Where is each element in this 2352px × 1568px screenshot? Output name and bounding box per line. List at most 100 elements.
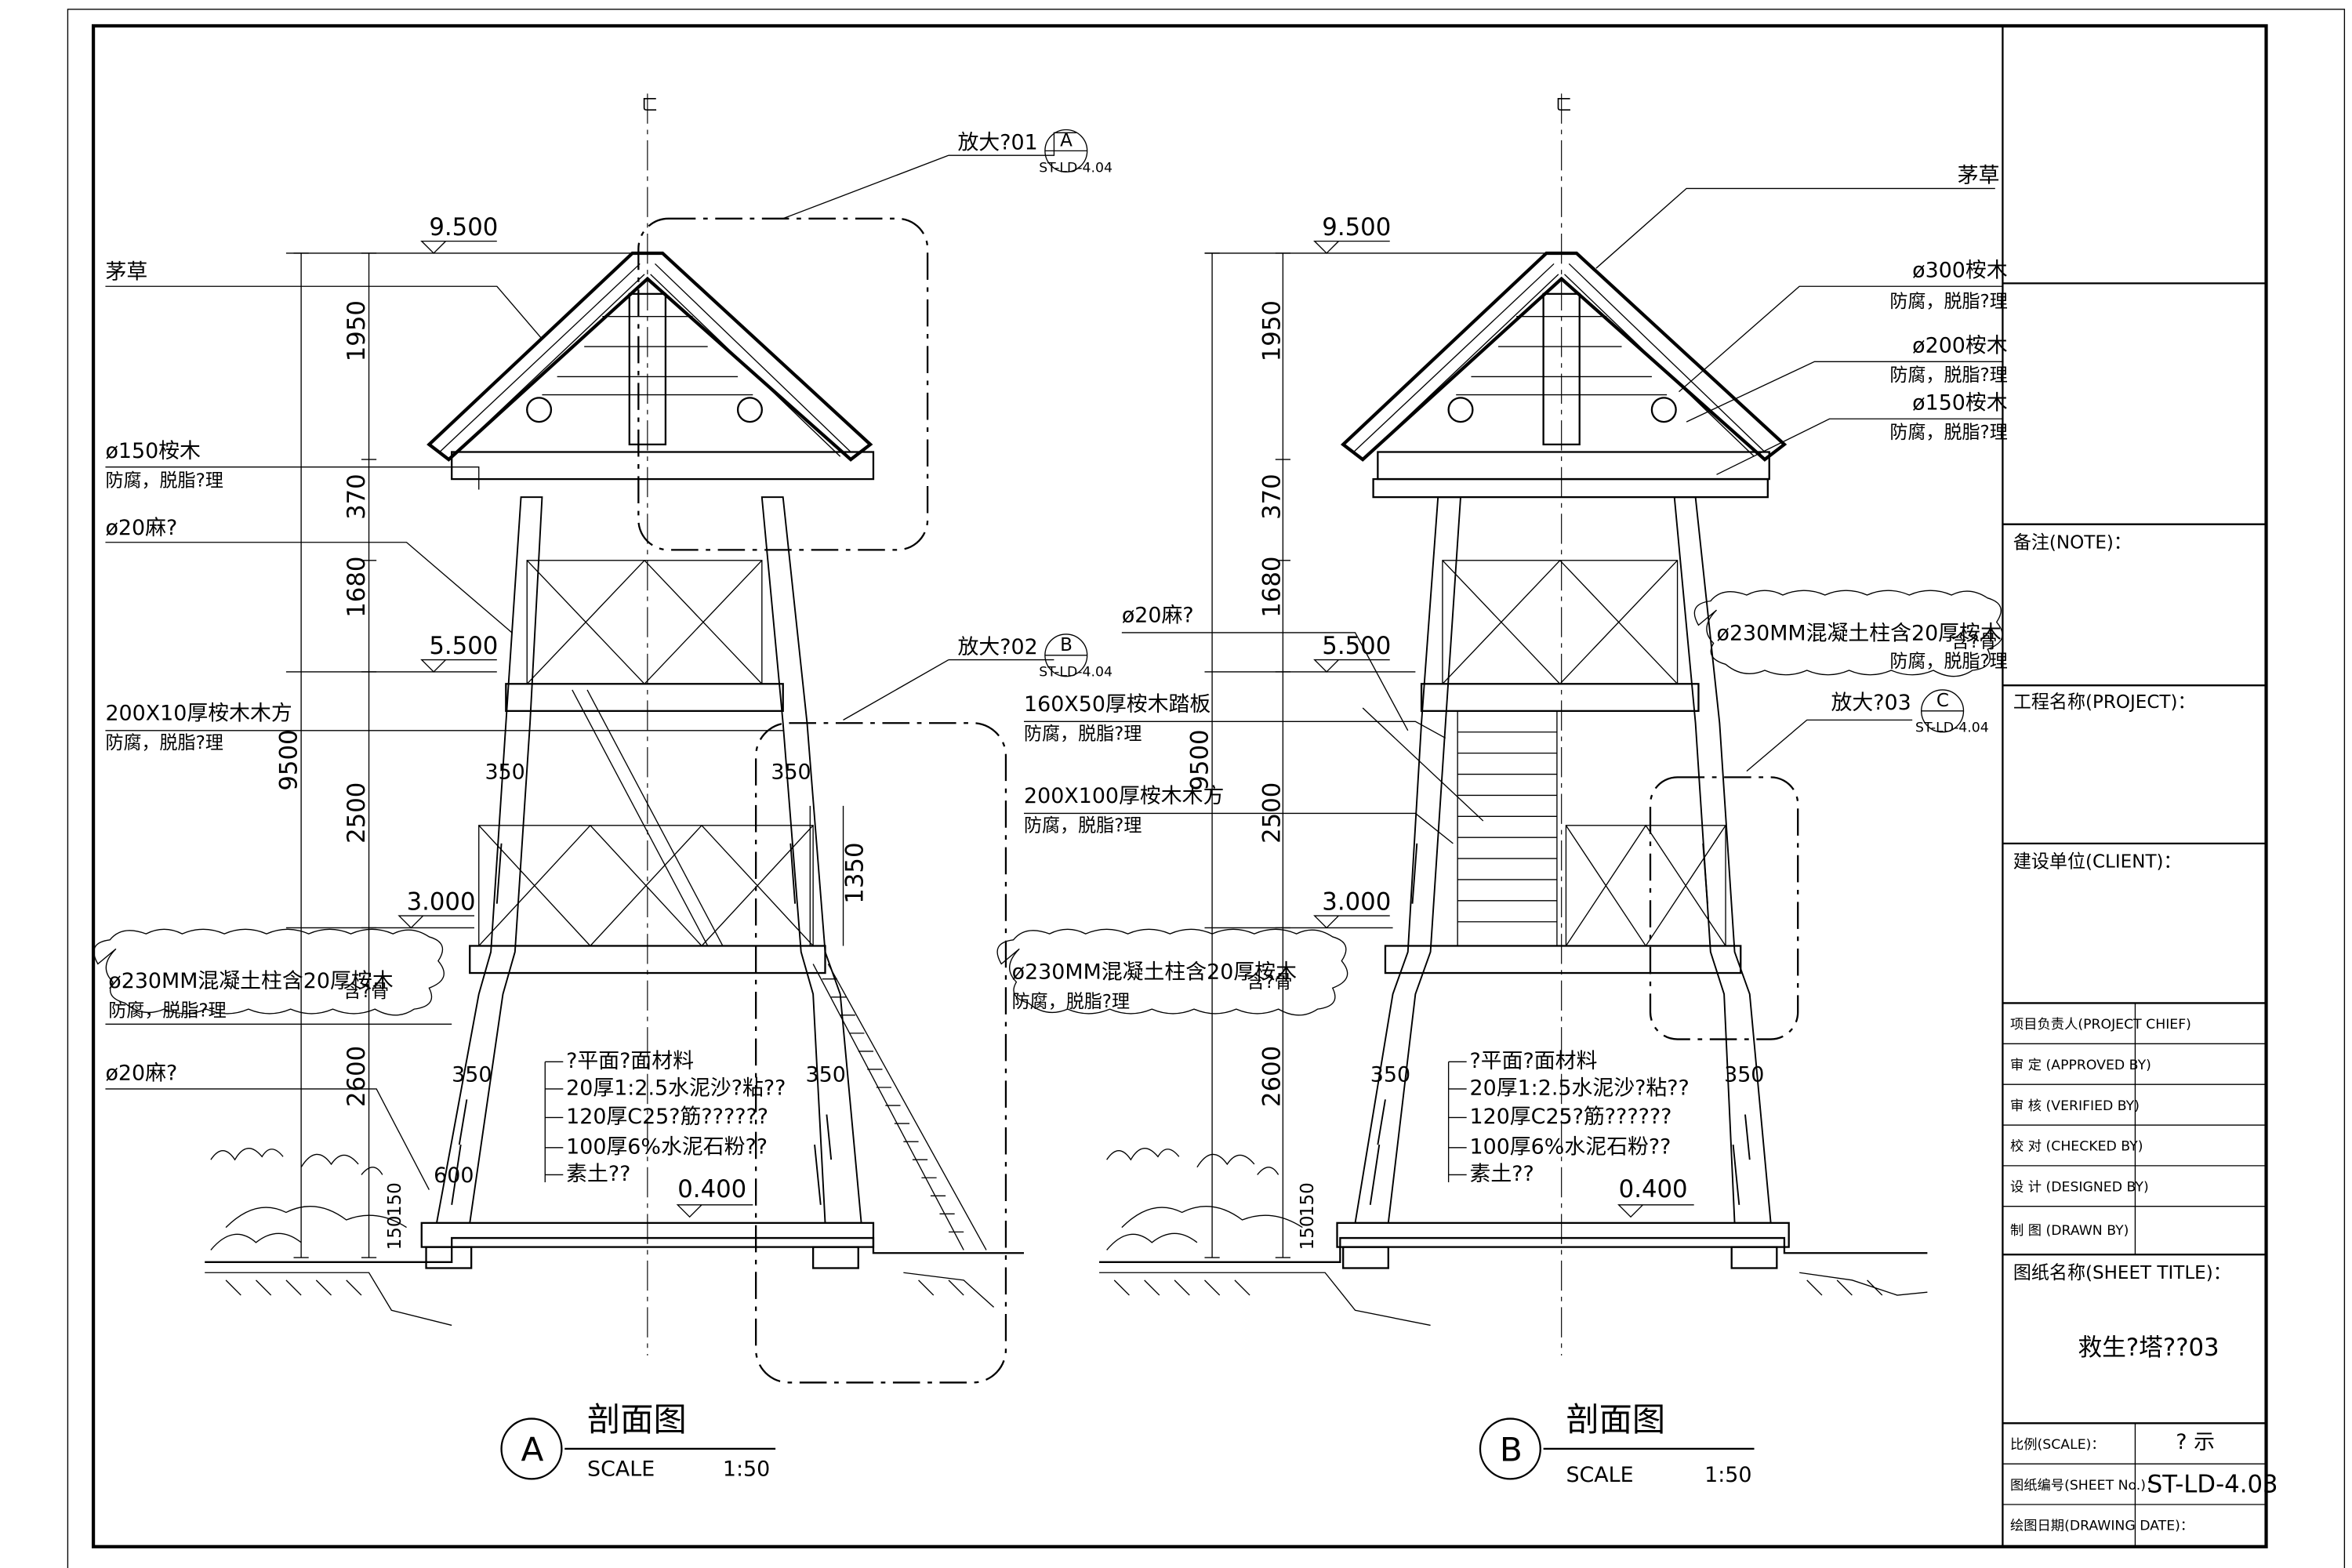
sheet-title: 救生?塔??03 bbox=[2078, 1334, 2219, 1362]
svg-text:含?骨: 含?骨 bbox=[343, 982, 389, 1002]
svg-text:SCALE: SCALE bbox=[587, 1457, 655, 1482]
svg-text:A: A bbox=[1060, 131, 1073, 151]
svg-text:150: 150 bbox=[385, 1182, 405, 1217]
svg-text:350: 350 bbox=[485, 760, 524, 784]
svg-text:防腐，脱脂?理: 防腐，脱脂?理 bbox=[105, 471, 223, 492]
drawing-frame bbox=[91, 24, 2268, 1548]
level-0400-a: 0.400 bbox=[677, 1175, 746, 1203]
svg-text:绘图日期(DRAWING DATE)：: 绘图日期(DRAWING DATE)： bbox=[2010, 1519, 2194, 1534]
columns-a bbox=[435, 496, 862, 1224]
section-a: ㄈ bbox=[93, 93, 1454, 1482]
level-9500-b: 9.500 bbox=[1322, 213, 1391, 241]
svg-text:150: 150 bbox=[385, 1215, 405, 1250]
svg-text:2600: 2600 bbox=[343, 1046, 371, 1107]
roof-b bbox=[1340, 251, 1788, 499]
svg-text:设 计 (DESIGNED BY): 设 计 (DESIGNED BY) bbox=[2010, 1180, 2149, 1196]
svg-text:ø20麻?: ø20麻? bbox=[105, 1061, 177, 1085]
svg-text:校 对 (CHECKED BY): 校 对 (CHECKED BY) bbox=[2010, 1139, 2143, 1155]
svg-text:ø230MM混凝土柱含20厚桉木: ø230MM混凝土柱含20厚桉木 bbox=[1012, 960, 1297, 985]
svg-text:项目负责人(PROJECT CHIEF): 项目负责人(PROJECT CHIEF) bbox=[2010, 1017, 2191, 1033]
svg-text:?平面?面材料: ?平面?面材料 bbox=[1470, 1049, 1598, 1073]
slab-a bbox=[420, 1221, 875, 1248]
svg-text:370: 370 bbox=[1258, 474, 1287, 520]
svg-text:防腐，脱脂?理: 防腐，脱脂?理 bbox=[1889, 652, 2007, 672]
svg-text:ø230MM混凝土柱含20厚桉木: ø230MM混凝土柱含20厚桉木 bbox=[108, 969, 393, 993]
svg-text:防腐，脱脂?理: 防腐，脱脂?理 bbox=[1889, 365, 2007, 386]
svg-text:120厚C25?筋??????: 120厚C25?筋?????? bbox=[566, 1105, 768, 1129]
svg-text:防腐，脱脂?理: 防腐，脱脂?理 bbox=[1012, 992, 1130, 1012]
svg-text:ø20麻?: ø20麻? bbox=[105, 516, 177, 540]
level-5500-b: 5.500 bbox=[1322, 632, 1391, 660]
sheet-number: ST-LD-4.03 bbox=[2147, 1471, 2278, 1499]
svg-text:审 定 (APPROVED BY): 审 定 (APPROVED BY) bbox=[2010, 1058, 2151, 1073]
svg-text:1:50: 1:50 bbox=[723, 1457, 770, 1482]
svg-text:1950: 1950 bbox=[1258, 300, 1287, 361]
svg-text:ST-LD-4.04: ST-LD-4.04 bbox=[1915, 720, 1989, 736]
section-b-title: B 剖面图 SCALE 1:50 bbox=[1479, 1400, 1755, 1487]
svg-text:150: 150 bbox=[1298, 1215, 1318, 1250]
detail-02-bubble bbox=[754, 722, 1007, 1384]
svg-text:1:50: 1:50 bbox=[1704, 1463, 1751, 1487]
ground-b bbox=[1099, 1148, 1928, 1327]
slab-b bbox=[1336, 1221, 1790, 1248]
roof-a bbox=[426, 251, 875, 481]
svg-text:2500: 2500 bbox=[343, 782, 371, 844]
svg-text:审 核 (VERIFIED BY): 审 核 (VERIFIED BY) bbox=[2010, 1098, 2140, 1114]
svg-text:素土??: 素土?? bbox=[1470, 1162, 1534, 1186]
svg-text:比例(SCALE)：: 比例(SCALE)： bbox=[2010, 1437, 2105, 1453]
svg-text:含?骨: 含?骨 bbox=[1247, 972, 1292, 993]
materials-b: ?平面?面材料 20厚1:2.5水泥沙?粘?? 120厚C25?筋?????? … bbox=[1447, 1049, 1690, 1186]
level-5500-a: 5.500 bbox=[429, 632, 498, 660]
svg-text:防腐，脱脂?理: 防腐，脱脂?理 bbox=[1889, 292, 2007, 312]
svg-text:ST-LD-4.04: ST-LD-4.04 bbox=[1039, 160, 1112, 176]
svg-text:370: 370 bbox=[343, 474, 371, 520]
svg-text:A: A bbox=[521, 1430, 544, 1468]
svg-text:茅草: 茅草 bbox=[105, 260, 147, 285]
section-a-heading: 剖面图 bbox=[587, 1400, 687, 1439]
svg-text:ø150桉木: ø150桉木 bbox=[1912, 391, 2008, 416]
svg-text:防腐，脱脂?理: 防腐，脱脂?理 bbox=[105, 733, 223, 753]
svg-text:防腐，脱脂?理: 防腐，脱脂?理 bbox=[108, 1001, 226, 1022]
level-0400-b: 0.400 bbox=[1619, 1175, 1688, 1203]
svg-text:ø20麻?: ø20麻? bbox=[1122, 604, 1194, 628]
svg-text:350: 350 bbox=[771, 760, 811, 784]
svg-text:ø230MM混凝土柱含20厚桉木: ø230MM混凝土柱含20厚桉木 bbox=[1717, 622, 2002, 646]
svg-text:B: B bbox=[1060, 635, 1073, 655]
svg-text:防腐，脱脂?理: 防腐，脱脂?理 bbox=[1024, 724, 1142, 744]
section-b-heading: 剖面图 bbox=[1566, 1400, 1665, 1439]
svg-text:1680: 1680 bbox=[1258, 557, 1287, 618]
svg-text:350: 350 bbox=[452, 1062, 492, 1087]
svg-text:600: 600 bbox=[434, 1163, 474, 1188]
svg-text:B: B bbox=[1500, 1430, 1523, 1468]
svg-text:ㄈ: ㄈ bbox=[1555, 95, 1572, 114]
svg-text:1350: 1350 bbox=[841, 843, 869, 904]
svg-text:ø150桉木: ø150桉木 bbox=[105, 439, 201, 463]
sheet-scale: ? 示 bbox=[2176, 1430, 2215, 1454]
svg-text:防腐，脱脂?理: 防腐，脱脂?理 bbox=[1889, 423, 2007, 443]
sheet-title-label: 图纸名称(SHEET TITLE)： bbox=[2013, 1263, 2231, 1283]
svg-text:20厚1:2.5水泥沙?粘??: 20厚1:2.5水泥沙?粘?? bbox=[566, 1076, 786, 1101]
svg-text:200X100厚桉木木方: 200X100厚桉木木方 bbox=[1024, 784, 1224, 808]
svg-text:?平面?面材料: ?平面?面材料 bbox=[566, 1049, 694, 1073]
paper-border bbox=[67, 9, 2346, 1568]
svg-text:350: 350 bbox=[1370, 1062, 1410, 1087]
ladder-a bbox=[812, 964, 987, 1250]
svg-text:含?骨: 含?骨 bbox=[1951, 632, 1997, 652]
svg-text:放大?03: 放大?03 bbox=[1831, 691, 1911, 715]
svg-text:SCALE: SCALE bbox=[1566, 1463, 1633, 1487]
svg-text:9500: 9500 bbox=[274, 729, 303, 790]
svg-text:放大?01: 放大?01 bbox=[958, 130, 1038, 154]
revision-cloud-b bbox=[1693, 590, 2003, 677]
floor-3000-b bbox=[1384, 945, 1742, 975]
svg-text:1680: 1680 bbox=[343, 557, 371, 618]
svg-text:150: 150 bbox=[1298, 1182, 1318, 1217]
svg-text:ø300桉木: ø300桉木 bbox=[1912, 259, 2008, 283]
svg-text:ㄈ: ㄈ bbox=[641, 95, 658, 114]
level-3000-b: 3.000 bbox=[1322, 887, 1391, 916]
svg-text:防腐，脱脂?理: 防腐，脱脂?理 bbox=[1024, 815, 1142, 836]
svg-text:350: 350 bbox=[1724, 1062, 1764, 1087]
svg-text:20厚1:2.5水泥沙?粘??: 20厚1:2.5水泥沙?粘?? bbox=[1470, 1076, 1690, 1101]
svg-text:2500: 2500 bbox=[1258, 782, 1287, 844]
svg-text:茅草: 茅草 bbox=[1958, 164, 2000, 188]
